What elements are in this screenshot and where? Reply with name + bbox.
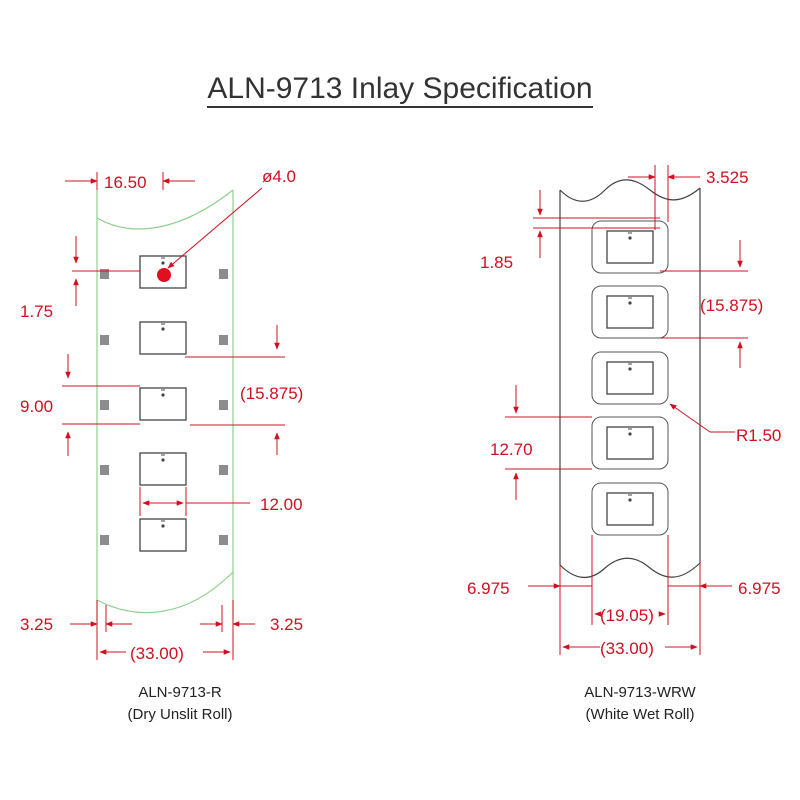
inlay: [139, 387, 187, 421]
dim-top-width: 16.50: [104, 173, 147, 192]
dim-margin-right: 6.975: [738, 579, 781, 598]
dim-top-offset: 3.525: [706, 168, 749, 187]
hole-marker: [157, 268, 171, 282]
dim-corner-radius: R1.50: [736, 426, 781, 445]
inlay: [606, 230, 654, 264]
left-inlays: [139, 255, 187, 552]
inlay: [606, 492, 654, 526]
inlay: [139, 452, 187, 486]
dim-label-width: (19.05): [600, 606, 654, 625]
inlay: [139, 518, 187, 552]
left-caption-model: ALN-9713-R: [138, 684, 222, 701]
dim-spacing: 9.00: [20, 397, 53, 416]
dim-web-width: (33.00): [130, 644, 184, 663]
page-title: ALN-9713 Inlay Specification: [0, 72, 800, 108]
inlay: [606, 295, 654, 329]
right-dimension-lines: [505, 165, 748, 655]
left-caption: ALN-9713-R (Dry Unslit Roll): [50, 682, 310, 726]
right-dimension-labels: 3.525 1.85 (15.875) R1.50 12.70 6.975 6.…: [467, 168, 781, 658]
dim-label-height: 12.70: [490, 440, 533, 459]
right-caption-desc: (White Wet Roll): [585, 706, 695, 723]
dim-margin-left: 6.975: [467, 579, 510, 598]
inlay: [606, 361, 654, 395]
right-caption-model: ALN-9713-WRW: [584, 684, 696, 701]
left-dimension-labels: 16.50 ø4.0 1.75 (15.875) 9.00 12.00 3.25…: [20, 167, 303, 663]
dim-inlay-width: 12.00: [260, 495, 303, 514]
label: [591, 285, 669, 339]
dim-hole-diameter: ø4.0: [262, 167, 296, 186]
left-registration-pads: [100, 269, 228, 545]
label: [591, 416, 669, 470]
dim-margin-left: 3.25: [20, 615, 53, 634]
right-web: [559, 179, 701, 578]
dim-web-width: (33.00): [600, 639, 654, 658]
label: [591, 351, 669, 405]
dim-pitch: (15.875): [700, 296, 763, 315]
dim-edge-offset: 1.85: [480, 253, 513, 272]
label: [591, 482, 669, 536]
dim-margin-right: 3.25: [270, 615, 303, 634]
label: [591, 220, 669, 274]
inlay: [606, 426, 654, 460]
left-dimension-lines: [62, 172, 285, 660]
right-caption: ALN-9713-WRW (White Wet Roll): [510, 682, 770, 726]
dim-edge-offset: 1.75: [20, 302, 53, 321]
left-web: [96, 189, 234, 620]
page-title-text: ALN-9713 Inlay Specification: [207, 72, 593, 108]
dim-pitch: (15.875): [240, 384, 303, 403]
left-caption-desc: (Dry Unslit Roll): [127, 706, 233, 723]
right-inlays: [606, 230, 654, 526]
right-labels: [591, 220, 669, 536]
inlay: [139, 321, 187, 355]
